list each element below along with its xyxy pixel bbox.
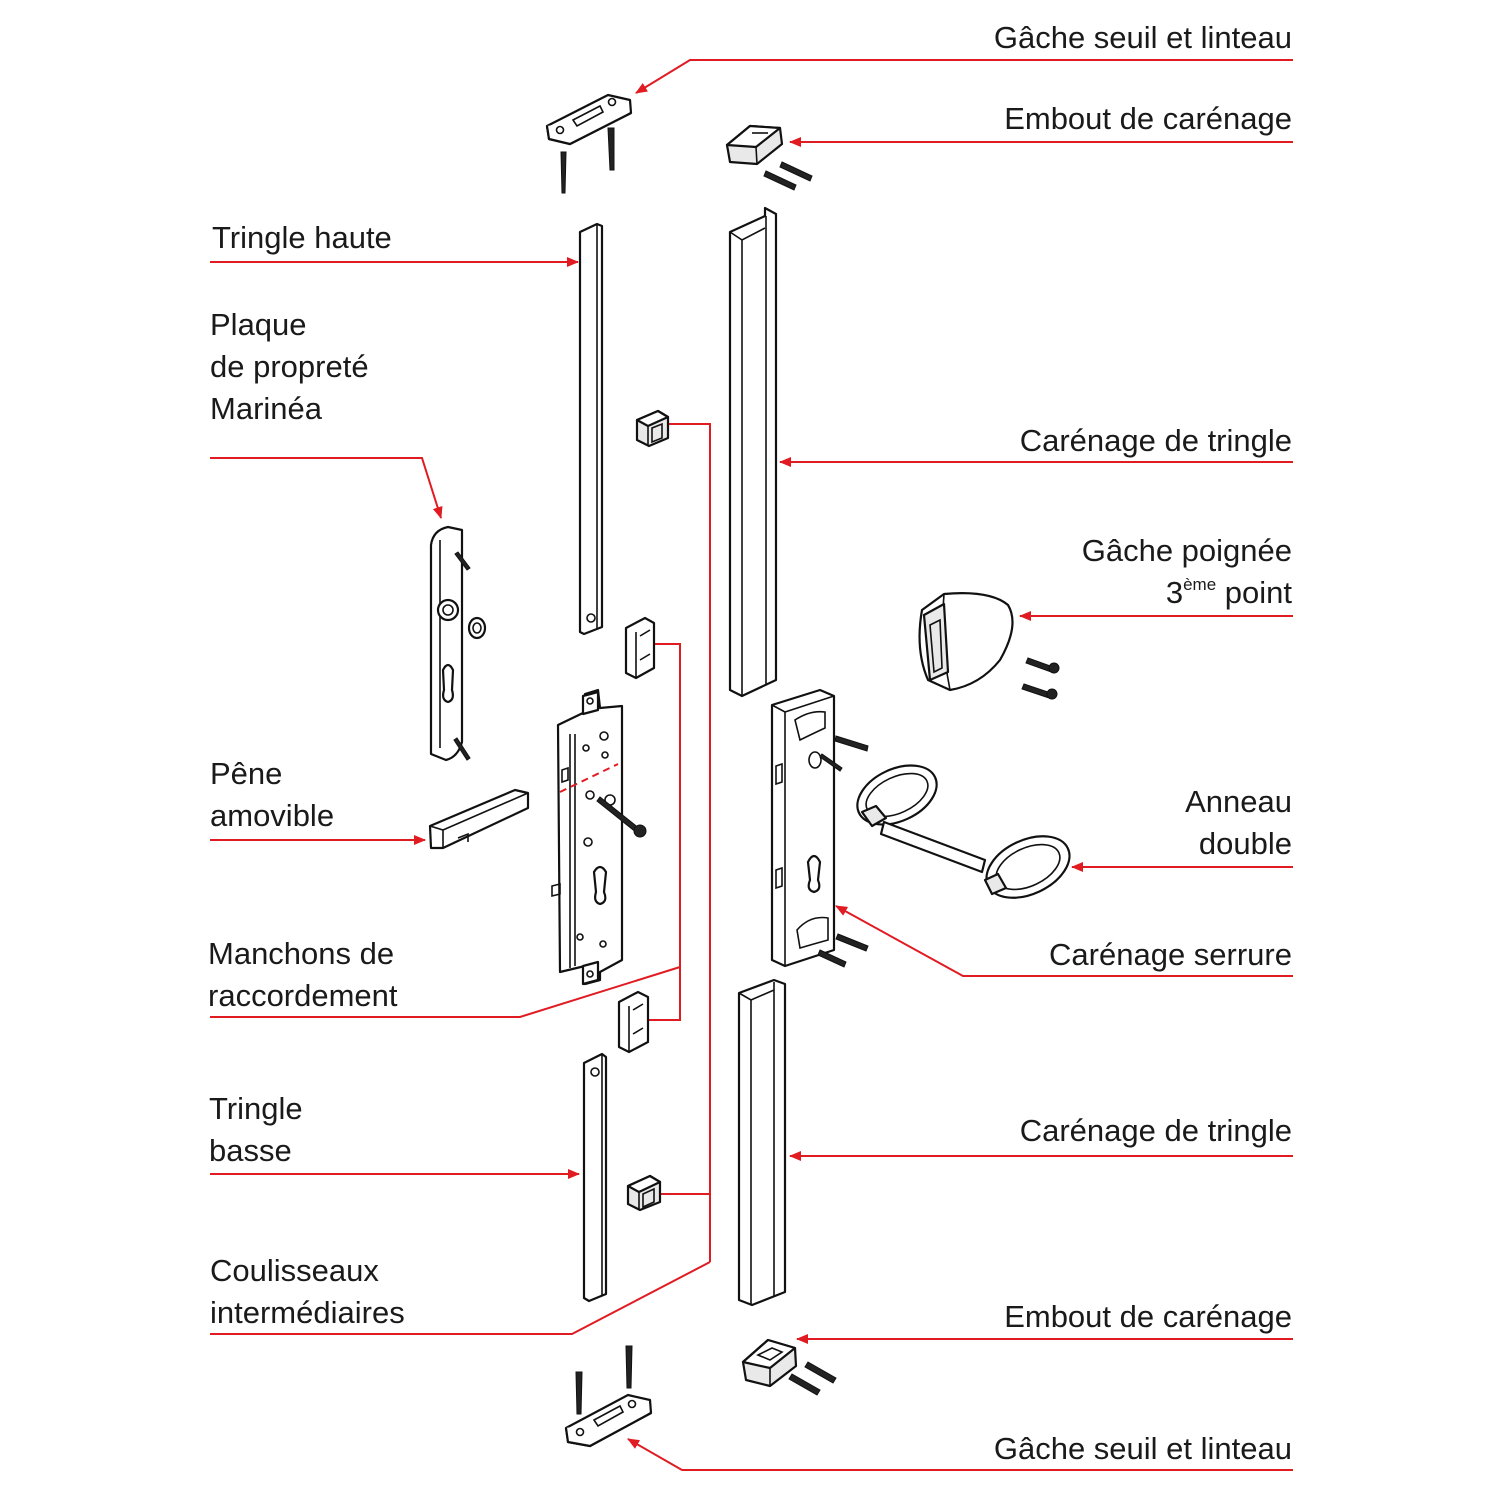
tringle-basse-part bbox=[582, 1052, 608, 1303]
label-gache-seuil-top: Gâche seuil et linteau bbox=[993, 20, 1292, 55]
label-pene: Pêne amovible bbox=[210, 753, 334, 837]
pene-part bbox=[428, 788, 530, 850]
leader-plaque bbox=[210, 457, 443, 519]
tringle-haute-part bbox=[578, 222, 604, 636]
label-gache-poignee: Gâche poignée 3ème point bbox=[1082, 530, 1292, 619]
label-coulisseaux: Coulisseaux intermédiaires bbox=[210, 1250, 405, 1334]
leader-lines bbox=[210, 59, 1293, 1471]
label-plaque-line3: Marinéa bbox=[210, 391, 322, 426]
leader-carenage-serrure bbox=[835, 905, 1293, 977]
label-tringle-basse-line2: basse bbox=[209, 1133, 292, 1168]
coulisseau-bottom-part bbox=[626, 1174, 662, 1212]
gache-seuil-bottom-part bbox=[564, 1345, 653, 1448]
label-gache-poignee-rest: point bbox=[1216, 575, 1292, 610]
leader-gache-seuil-bottom bbox=[627, 1438, 1293, 1471]
label-gache-poignee-line2: 3ème point bbox=[1082, 572, 1292, 619]
label-embout-bottom: Embout de carénage bbox=[1004, 1299, 1292, 1334]
label-gache-poignee-sup: ème bbox=[1183, 575, 1217, 594]
anneau-double-part bbox=[856, 764, 1071, 899]
label-manchons-line2: raccordement bbox=[208, 978, 398, 1013]
label-gache-seuil-bottom: Gâche seuil et linteau bbox=[993, 1431, 1292, 1466]
label-manchons-line1: Manchons de bbox=[208, 936, 395, 971]
label-gache-poignee-line1: Gâche poignée bbox=[1081, 533, 1292, 568]
leader-manchons-bracket bbox=[640, 643, 681, 1021]
embout-bottom-part bbox=[741, 1338, 837, 1396]
label-coulisseaux-line2: intermédiaires bbox=[210, 1295, 405, 1330]
label-tringle-basse-line1: Tringle bbox=[209, 1091, 303, 1126]
label-plaque-line1: Plaque bbox=[210, 307, 307, 342]
label-coulisseaux-line1: Coulisseaux bbox=[210, 1253, 379, 1288]
manchon-top-part bbox=[624, 616, 656, 680]
gache-seuil-top-part bbox=[545, 93, 633, 194]
coulisseau-top-part bbox=[635, 409, 670, 448]
label-embout-top: Embout de carénage bbox=[1004, 101, 1292, 136]
leader-coulisseaux bbox=[210, 1261, 711, 1335]
carenage-tringle-top-part bbox=[728, 206, 778, 698]
label-gache-poignee-num: 3 bbox=[1165, 575, 1184, 610]
label-carenage-serrure: Carénage serrure bbox=[1049, 937, 1292, 972]
label-plaque-line2: de propreté bbox=[210, 349, 369, 384]
label-tringle-haute: Tringle haute bbox=[212, 220, 392, 255]
label-anneau: Anneau double bbox=[1185, 781, 1292, 865]
label-pene-line2: amovible bbox=[210, 798, 335, 833]
label-anneau-line2: double bbox=[1198, 826, 1292, 861]
leader-coulisseaux-bracket bbox=[668, 423, 711, 1262]
label-anneau-line1: Anneau bbox=[1185, 784, 1292, 819]
leader-gache-seuil-top bbox=[635, 59, 1293, 94]
label-pene-line1: Pêne bbox=[210, 756, 283, 791]
leader-manchons bbox=[210, 966, 681, 1018]
lock-body-part bbox=[551, 688, 647, 986]
label-carenage-tringle-bottom: Carénage de tringle bbox=[1019, 1113, 1292, 1148]
plaque-part bbox=[429, 525, 487, 762]
label-plaque: Plaque de propreté Marinéa bbox=[210, 304, 369, 430]
label-carenage-tringle-top: Carénage de tringle bbox=[1019, 423, 1292, 458]
carenage-serrure-part bbox=[770, 688, 869, 968]
carenage-tringle-bottom-part bbox=[737, 978, 787, 1307]
label-tringle-basse: Tringle basse bbox=[209, 1088, 303, 1172]
label-manchons: Manchons de raccordement bbox=[208, 933, 398, 1017]
embout-top-part bbox=[725, 124, 813, 191]
gache-poignee-part bbox=[918, 592, 1060, 700]
manchon-bottom-part bbox=[617, 990, 650, 1054]
